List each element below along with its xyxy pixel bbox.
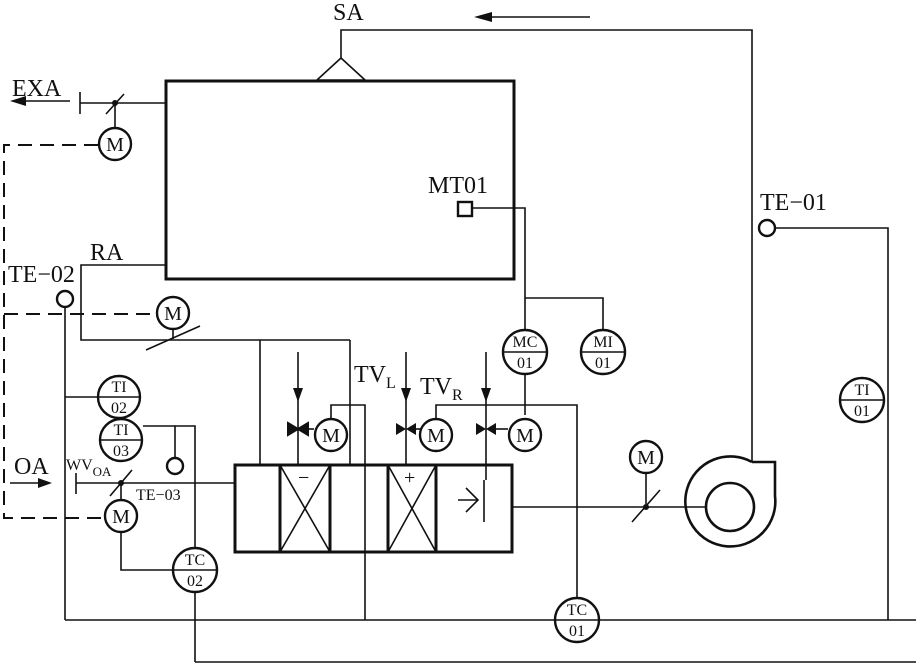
supply-fan-housing	[684, 455, 777, 548]
mc01-bottom: 01	[517, 355, 533, 372]
outdoor-air-arrowhead	[38, 478, 52, 488]
fan-damper-motor[interactable]: M	[628, 439, 664, 475]
label-mt01: MT01	[428, 173, 488, 199]
ti01-instrument[interactable]: TI 01	[838, 376, 886, 424]
heating-coil-x2	[387, 464, 437, 553]
tc02-instrument[interactable]: TC 02	[171, 546, 219, 594]
tc02-top: TC	[185, 552, 205, 569]
ti03-top: TI	[113, 422, 128, 439]
mt01-sensor	[456, 200, 474, 218]
label-te03: TE−03	[136, 487, 181, 504]
ti03-signal-line	[143, 425, 176, 458]
supply-diffuser	[314, 56, 368, 81]
supply-flow-arrowhead	[474, 12, 492, 22]
label-tvl: TVL	[354, 362, 396, 392]
tc01-bottom: 01	[569, 623, 585, 640]
label-te01: TE−01	[760, 190, 827, 216]
mi01-instrument[interactable]: MI 01	[579, 328, 627, 376]
mc01-instrument[interactable]: MC 01	[501, 328, 549, 376]
motor-label: M	[322, 425, 340, 447]
ti02-top: TI	[111, 379, 126, 396]
motor-label: M	[427, 425, 445, 447]
te03-sensor	[165, 456, 185, 476]
label-te02: TE−02	[8, 262, 75, 288]
damper-control-dashed-loop	[3, 144, 104, 519]
return-damper-motor[interactable]: M	[155, 295, 191, 331]
motor-label: M	[112, 506, 130, 528]
tc02-to-oa-motor	[120, 528, 176, 571]
motor-label: M	[516, 425, 534, 447]
mi01-top: MI	[593, 334, 613, 351]
ti02-instrument[interactable]: TI 02	[96, 374, 142, 420]
label-exa: EXA	[12, 76, 62, 102]
label-tvr: TVR	[420, 374, 463, 404]
heating-valve-left	[396, 423, 406, 435]
label-wv: WVOA	[66, 457, 112, 479]
mt01-signal-line	[472, 207, 526, 330]
exhaust-damper-motor[interactable]: M	[97, 126, 133, 162]
room	[164, 79, 516, 281]
heating-valve-motor[interactable]: M	[418, 417, 454, 453]
humidifier-valve-left	[476, 423, 486, 435]
supply-fan-impeller	[704, 481, 756, 533]
te02-sensor	[55, 289, 75, 309]
humidifier-arrow-head	[465, 487, 480, 513]
tc02-bottom: 02	[187, 573, 203, 590]
mc01-top: MC	[513, 334, 538, 351]
ahu-casing	[233, 463, 514, 554]
cooling-supply-arrow	[293, 388, 303, 402]
ti01-top: TI	[854, 382, 869, 399]
tc01-top: TC	[567, 602, 587, 619]
heating-valve-right	[406, 423, 416, 435]
heating-coil-plus: +	[404, 467, 415, 489]
te01-sensor	[757, 218, 777, 238]
oa-damper-motor[interactable]: M	[103, 498, 139, 534]
tc01-instrument[interactable]: TC 01	[553, 596, 601, 644]
ti03-bottom: 03	[113, 443, 129, 460]
label-ra: RA	[90, 240, 124, 266]
ti02-bottom: 02	[111, 400, 127, 417]
exhaust-flow-arrowhead	[10, 96, 26, 106]
mi01-signal-line	[525, 297, 604, 330]
cooling-valve-signal	[330, 404, 366, 620]
supply-air-duct	[340, 29, 753, 462]
heating-supply-arrow	[401, 388, 411, 402]
cooling-valve-right	[298, 423, 308, 435]
heating-valve-signal	[435, 404, 578, 598]
te01-signal-line	[775, 227, 889, 620]
fan-damper-pivot	[643, 504, 649, 510]
te03-to-tc02	[175, 425, 196, 548]
cooling-coil-minus: −	[298, 467, 309, 489]
cooling-valve-left	[288, 423, 298, 435]
cooling-valve-motor[interactable]: M	[313, 417, 349, 453]
ti01-bottom: 01	[854, 403, 870, 420]
humidifier-supply-arrow	[481, 388, 491, 402]
motor-label: M	[106, 134, 124, 156]
cooling-coil-x2	[279, 464, 331, 553]
return-air-duct	[80, 264, 260, 341]
label-oa: OA	[14, 454, 49, 480]
mi01-bottom: 01	[595, 355, 611, 372]
motor-label: M	[637, 447, 655, 469]
ti03-instrument[interactable]: TI 03	[98, 417, 144, 463]
motor-label: M	[164, 303, 182, 325]
label-sa: SA	[333, 0, 364, 26]
humidifier-valve-motor[interactable]: M	[507, 417, 543, 453]
humidifier-valve-right	[486, 423, 496, 435]
